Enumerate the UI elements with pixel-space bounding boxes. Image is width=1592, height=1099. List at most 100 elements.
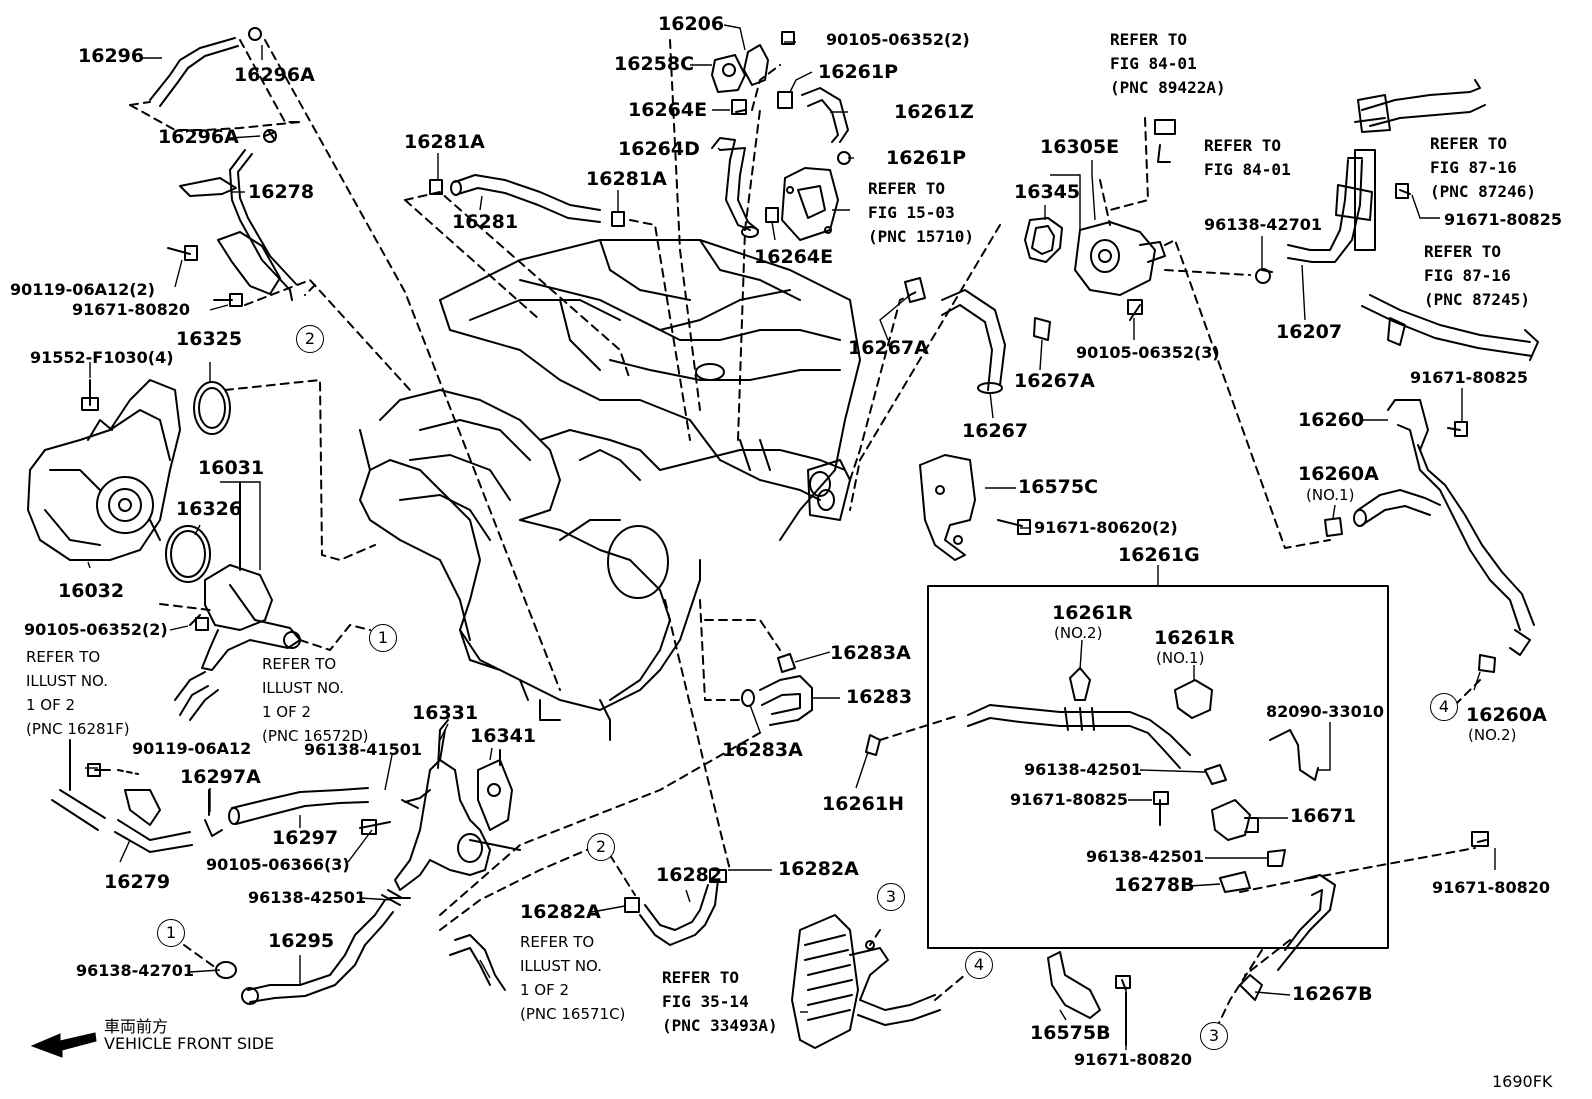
- label-16206: 16206: [658, 13, 725, 35]
- bracket-16575C: [919, 454, 976, 561]
- hose-lower-right: [1277, 874, 1336, 971]
- water-inlet-16305E: [1074, 221, 1166, 296]
- label-91671-80820: 91671-80820: [1074, 1050, 1192, 1069]
- gasket-16345: [1024, 217, 1063, 263]
- refer-fig-87-16: REFER TO FIG 87-16 (PNC 87246): [1430, 134, 1536, 201]
- part-16206: [711, 31, 795, 93]
- label-90105-06352: 90105-06352(3): [1076, 343, 1220, 362]
- label-16281A: 16281A: [586, 168, 667, 190]
- sensor-16671: [1211, 799, 1259, 841]
- label-16326: 16326: [176, 498, 243, 520]
- label-96138-42501: 96138-42501: [1086, 847, 1204, 866]
- label-16282: 16282: [656, 864, 723, 886]
- engine-block: [359, 239, 861, 741]
- label-16282A: 16282A: [520, 901, 601, 923]
- connector-marker-2: 2: [296, 325, 324, 353]
- label-16295: 16295: [268, 930, 335, 952]
- hose-16296: [149, 27, 262, 107]
- label-16261P: 16261P: [818, 61, 899, 83]
- connector-marker-3: 3: [1200, 1022, 1228, 1050]
- connector-marker-1: 1: [369, 624, 397, 652]
- label-96138-41501: 96138-41501: [304, 740, 422, 759]
- hose-16207: [1287, 149, 1376, 263]
- label-16260A: 16260A: [1466, 704, 1547, 726]
- label-16264E: 16264E: [754, 246, 834, 268]
- label-16283A: 16283A: [830, 642, 911, 664]
- label-16575B: 16575B: [1030, 1022, 1111, 1044]
- refer-fig-15-03: REFER TO FIG 15-03 (PNC 15710): [868, 179, 974, 246]
- label-91671-80825: 91671-80825: [1444, 210, 1562, 229]
- connector-marker-1: 1: [157, 919, 185, 947]
- label-16296A: 16296A: [158, 126, 239, 148]
- label-16281A: 16281A: [404, 131, 485, 153]
- hose-16261Z: [777, 87, 849, 143]
- label-16267: 16267: [962, 420, 1029, 442]
- label-96138-42501: 96138-42501: [1024, 760, 1142, 779]
- hose-lower-left: [51, 671, 219, 853]
- label-16264E: 16264E: [628, 99, 708, 121]
- label-16345: 16345: [1014, 181, 1081, 203]
- label-16575C: 16575C: [1018, 476, 1099, 498]
- hose-16264D: [711, 137, 759, 238]
- label-16267A: 16267A: [1014, 370, 1095, 392]
- label-91671-80820: 91671-80820: [1432, 878, 1550, 897]
- water-pump-16032: [27, 379, 181, 561]
- label-16261R: 16261R: [1052, 602, 1133, 624]
- figure-code: 1690FK: [1492, 1072, 1553, 1091]
- label-90119-06A12: 90119-06A12(2): [10, 280, 155, 299]
- label-no2: (NO.2): [1468, 726, 1517, 744]
- label-16261H: 16261H: [822, 793, 905, 815]
- label-90105-06352: 90105-06352(2): [826, 30, 970, 49]
- label-16278B: 16278B: [1114, 874, 1195, 896]
- label-no1: (NO.1): [1306, 486, 1355, 504]
- label-16261G: 16261G: [1118, 544, 1200, 566]
- clamp-16267A: [904, 277, 1051, 341]
- label-16261Z: 16261Z: [894, 101, 974, 123]
- label-16267A: 16267A: [848, 337, 929, 359]
- hose-16261G: [967, 704, 1191, 769]
- label-16267B: 16267B: [1292, 983, 1373, 1005]
- label-16671: 16671: [1290, 805, 1357, 827]
- hose-87246: [1354, 79, 1486, 133]
- label-90119-06A12: 90119-06A12: [132, 739, 252, 758]
- vehicle-front-arrow: [30, 1032, 97, 1058]
- label-90105-06366: 90105-06366(3): [206, 855, 350, 874]
- label-16032: 16032: [58, 580, 125, 602]
- label-82090-33010: 82090-33010: [1266, 702, 1384, 721]
- label-91552-F1030: 91552-F1030(4): [30, 348, 174, 367]
- hose-16297: [204, 787, 369, 837]
- gasket-16325: [193, 381, 231, 435]
- hose-87245: [1361, 294, 1539, 361]
- label-16297A: 16297A: [180, 766, 261, 788]
- label-91671-80820: 91671-80820: [72, 300, 190, 319]
- label-16282A: 16282A: [778, 858, 859, 880]
- refer-illust-16571C: REFER TO ILLUST NO. 1 OF 2 (PNC 16571C): [520, 933, 626, 1023]
- vehicle-front-label-jp: 車両前方: [104, 1017, 169, 1036]
- hose-16282: [624, 869, 727, 946]
- hose-16283: [741, 653, 813, 726]
- label-96138-42701: 96138-42701: [1204, 215, 1322, 234]
- bracket-16575B: [1047, 951, 1101, 1019]
- label-16283A: 16283A: [722, 739, 803, 761]
- label-16279: 16279: [104, 871, 171, 893]
- label-96138-42501: 96138-42501: [248, 888, 366, 907]
- label-16305E: 16305E: [1040, 136, 1120, 158]
- hose-16260: [1353, 399, 1535, 656]
- hose-16281: [429, 174, 625, 227]
- label-16261R: 16261R: [1154, 627, 1235, 649]
- connector-marker-4: 4: [965, 951, 993, 979]
- connector-marker-4: 4: [1430, 693, 1458, 721]
- label-16296A: 16296A: [234, 64, 315, 86]
- label-16207: 16207: [1276, 321, 1343, 343]
- hose-lower-center: [449, 934, 506, 991]
- label-91671-80825: 91671-80825: [1010, 790, 1128, 809]
- refer-fig-35-14: REFER TO FIG 35-14 (PNC 33493A): [662, 968, 778, 1035]
- label-90105-06352: 90105-06352(2): [24, 620, 168, 639]
- connector-marker-2: 2: [587, 833, 615, 861]
- connector-marker-3: 3: [877, 883, 905, 911]
- gasket-16341: [477, 759, 513, 831]
- label-16296: 16296: [78, 45, 145, 67]
- label-16341: 16341: [470, 725, 537, 747]
- label-16258C: 16258C: [614, 53, 695, 75]
